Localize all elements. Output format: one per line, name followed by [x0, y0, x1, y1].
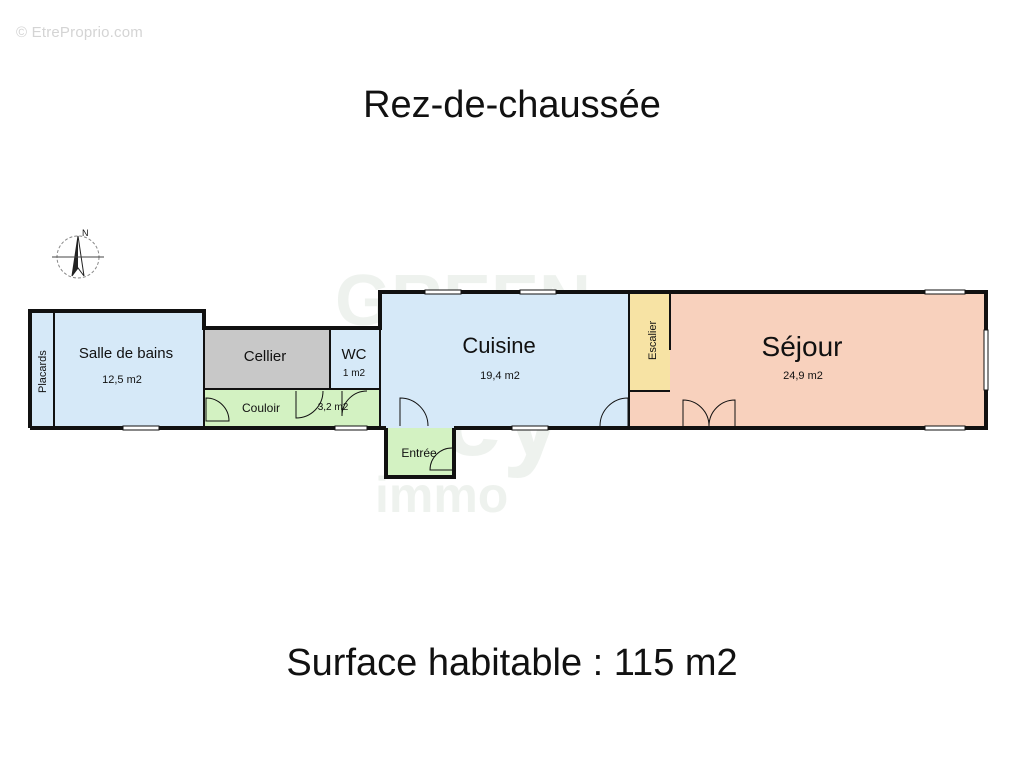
- salle-de-bains-room: [54, 311, 204, 428]
- floor-title: Rez-de-chaussée: [363, 84, 661, 126]
- escalier-overlay: [629, 292, 670, 391]
- cellier-room: [204, 328, 330, 389]
- sejour-label: Séjour: [762, 331, 843, 362]
- cuisine-room: [380, 292, 629, 428]
- wc-label: WC: [342, 346, 367, 363]
- sejour-area: 24,9 m2: [783, 370, 823, 382]
- sejour-room: [629, 292, 986, 428]
- couloir-room: [204, 389, 380, 428]
- interior-walls: [53, 292, 671, 428]
- cellier-label: Cellier: [244, 348, 287, 365]
- couloir-label: Couloir: [242, 401, 280, 415]
- windows: [122, 289, 989, 431]
- cuisine-label: Cuisine: [462, 333, 535, 358]
- placards-label: Placards: [37, 350, 49, 393]
- wc-area: 1 m2: [343, 368, 366, 379]
- placards-room: [30, 311, 54, 428]
- wc-room: [330, 328, 380, 389]
- salle-de-bains-label: Salle de bains: [79, 345, 173, 362]
- site-watermark: © EtreProprio.com: [16, 24, 143, 41]
- entree-label: Entrée: [401, 446, 437, 460]
- salle-de-bains-area: 12,5 m2: [102, 374, 142, 386]
- surface-habitable: Surface habitable : 115 m2: [286, 642, 738, 684]
- compass-north-label: N: [82, 228, 89, 238]
- couloir-area: 3,2 m2: [318, 402, 349, 413]
- escalier-label: Escalier: [647, 321, 659, 360]
- doors: [205, 390, 736, 471]
- cuisine-area: 19,4 m2: [480, 370, 520, 382]
- entree-room: [386, 428, 454, 477]
- compass-rose-icon: N: [52, 228, 104, 279]
